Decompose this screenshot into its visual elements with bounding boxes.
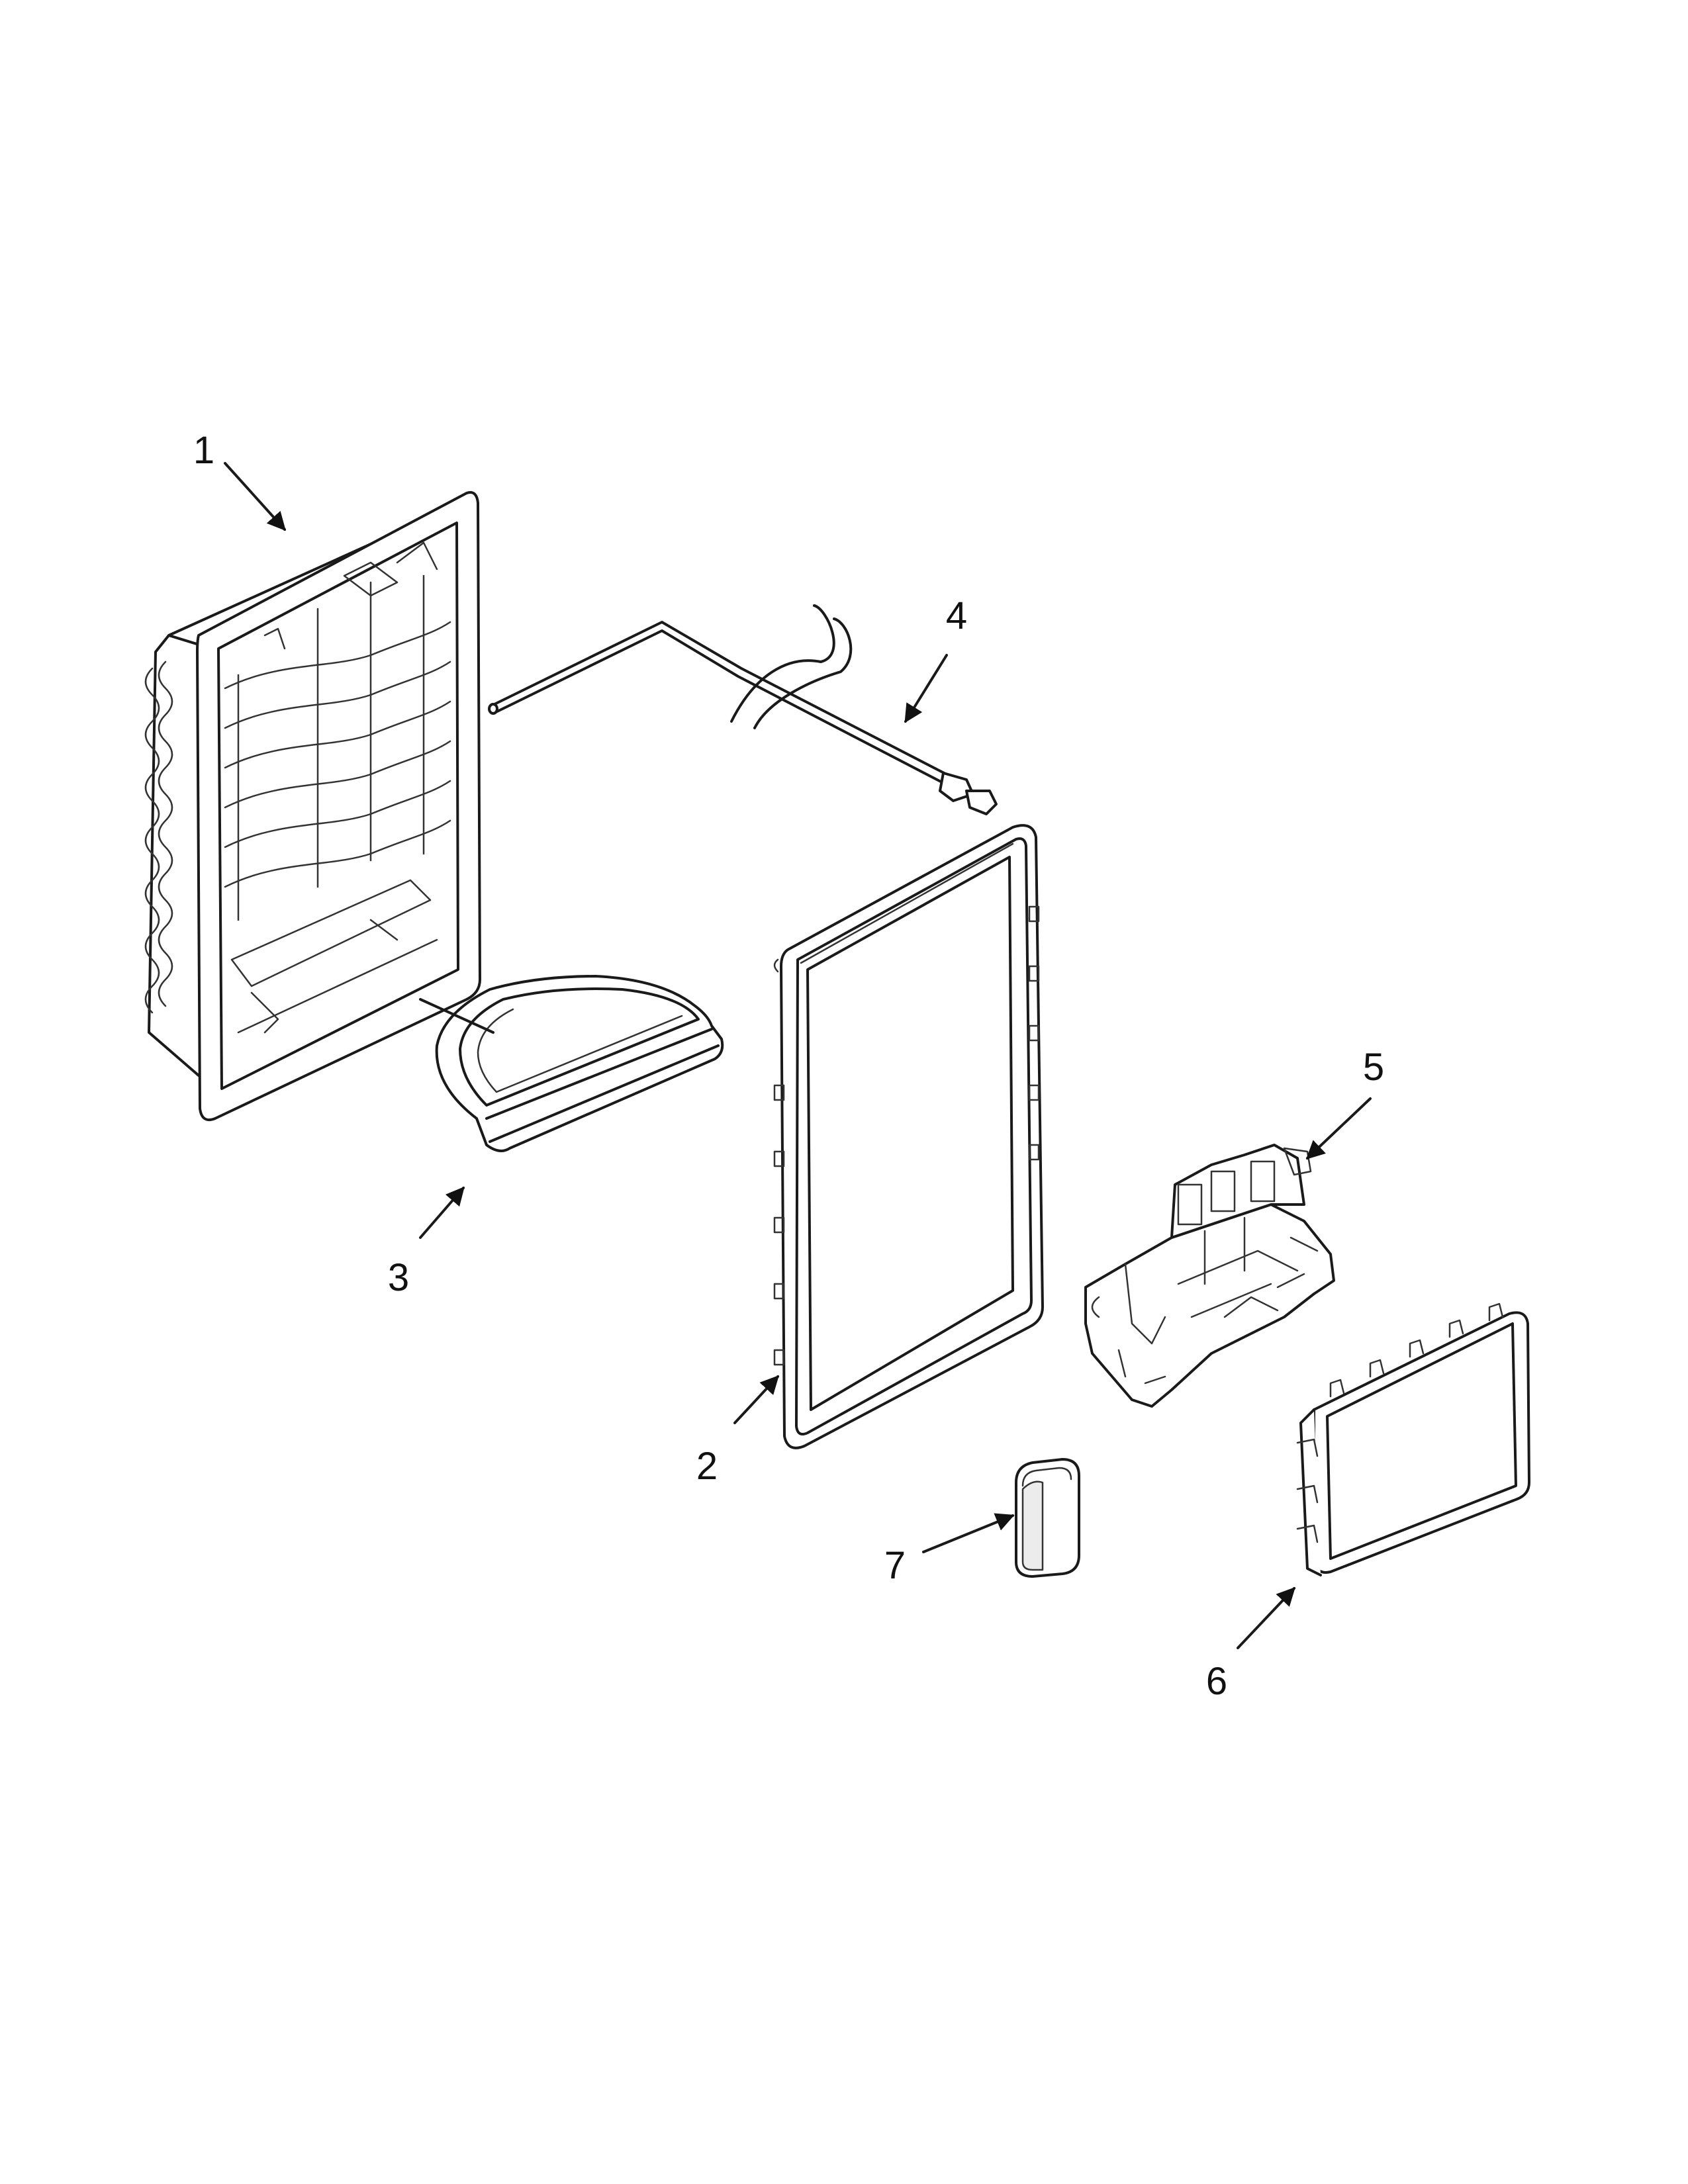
- callout-3: 3: [388, 1256, 409, 1299]
- part-1-ice-bin-housing: [144, 491, 481, 1122]
- leader-4: [904, 654, 948, 723]
- part-3-bin-handle: [435, 975, 724, 1152]
- part-2-door-frame: [773, 824, 1044, 1449]
- part-6-cover-panel: [1296, 1302, 1530, 1576]
- leader-3b: [419, 998, 494, 1034]
- callout-1: 1: [193, 429, 214, 472]
- leader-6: [1237, 1586, 1295, 1649]
- callout-2: 2: [696, 1445, 718, 1488]
- part-5-dispenser-bracket: [1084, 1144, 1335, 1408]
- callout-6: 6: [1206, 1660, 1227, 1703]
- leader-1: [224, 462, 286, 531]
- callout-7: 7: [884, 1544, 906, 1587]
- leader-7: [922, 1513, 1015, 1553]
- leader-2: [733, 1375, 779, 1424]
- leader-lines: [224, 462, 1372, 1649]
- callout-4: 4: [946, 594, 967, 637]
- leader-3: [419, 1186, 465, 1239]
- leader-5: [1305, 1097, 1372, 1160]
- callout-5: 5: [1363, 1046, 1384, 1089]
- part-4-water-tube: [488, 604, 998, 815]
- part-7-pad: [1015, 1458, 1080, 1578]
